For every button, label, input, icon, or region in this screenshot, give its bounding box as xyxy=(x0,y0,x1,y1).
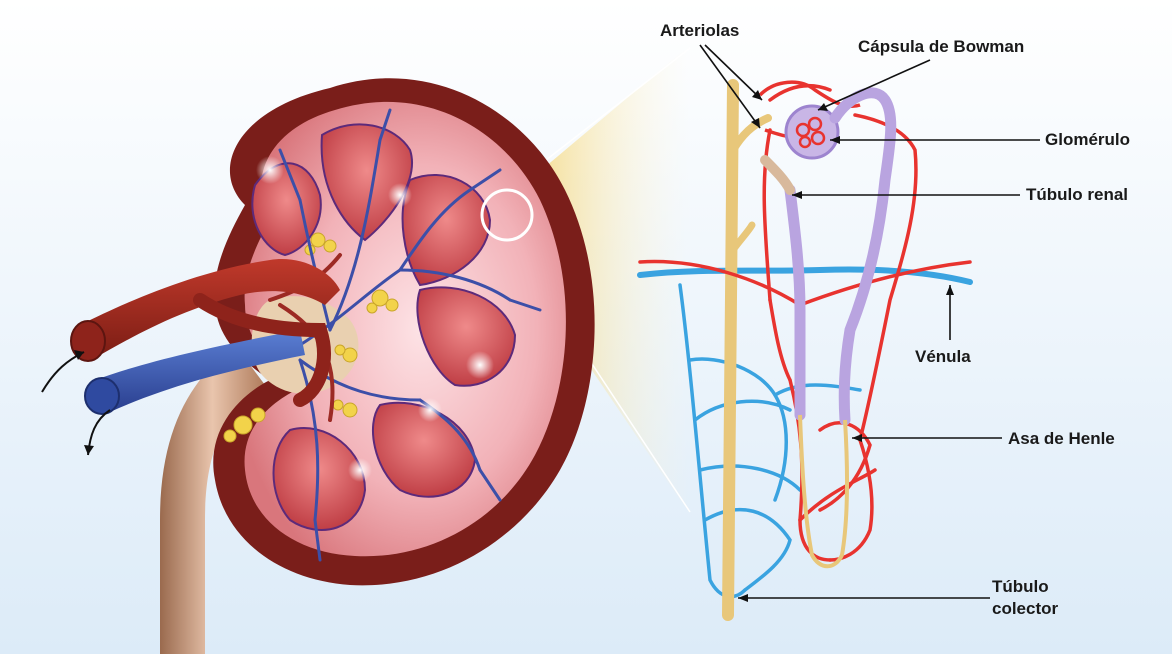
renal-vein-opening xyxy=(85,378,119,414)
label-tubulo-colector-line2: colector xyxy=(992,599,1059,618)
label-arteriolas: Arteriolas xyxy=(660,21,739,40)
label-tubulo-colector-line1: Túbulo xyxy=(992,577,1049,596)
label-asa-henle: Asa de Henle xyxy=(1008,429,1115,448)
label-venula: Vénula xyxy=(915,347,971,366)
collecting-tubule xyxy=(728,85,733,615)
bowman-capsule xyxy=(786,106,838,158)
label-glomerulo: Glomérulo xyxy=(1045,130,1130,149)
label-tubulo-renal: Túbulo renal xyxy=(1026,185,1128,204)
label-capsula-bowman: Cápsula de Bowman xyxy=(858,37,1024,56)
